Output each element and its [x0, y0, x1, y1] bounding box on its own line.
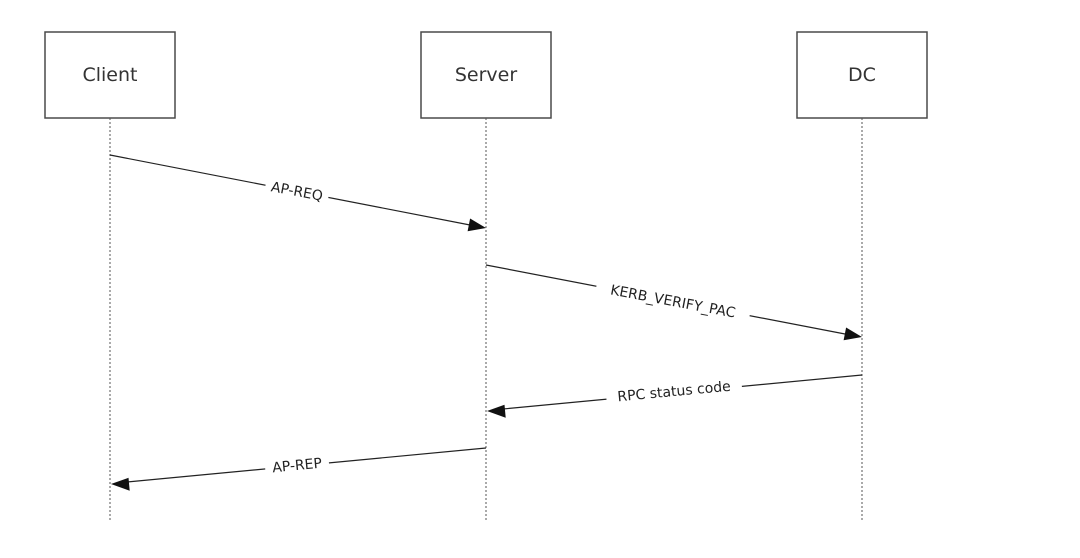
message-rpc-status-code: RPC status code	[487, 374, 863, 418]
actor-server: Server	[420, 31, 552, 119]
message-rpc-status-code-arrowhead	[487, 404, 506, 418]
message-rpc-status-code-label-bg	[605, 375, 743, 407]
message-kerb-verify-pac-label: KERB_VERIFY_PAC	[609, 282, 737, 321]
actor-client: Client	[44, 31, 176, 119]
message-ap-rep: AP-REP	[111, 447, 487, 491]
actor-client-label: Client	[82, 64, 137, 86]
actor-dc-label: DC	[848, 64, 876, 86]
message-kerb-verify-pac: KERB_VERIFY_PAC	[485, 264, 862, 341]
message-ap-rep-label-bg	[264, 453, 330, 477]
actor-server-label: Server	[455, 64, 517, 86]
actor-dc-box	[796, 31, 928, 119]
message-ap-rep-arrowhead	[111, 477, 130, 491]
message-ap-rep-label: AP-REP	[272, 456, 323, 477]
message-ap-req-label-bg	[263, 176, 331, 206]
message-kerb-verify-pac-label-bg	[594, 277, 752, 325]
actor-client-box	[44, 31, 176, 119]
message-kerb-verify-pac-arrowhead	[843, 327, 862, 341]
message-ap-req: AP-REQ	[109, 154, 486, 232]
actor-server-box	[420, 31, 552, 119]
message-ap-req-label: AP-REQ	[270, 179, 324, 204]
actor-dc: DC	[796, 31, 928, 119]
message-ap-req-arrowhead	[467, 218, 486, 232]
